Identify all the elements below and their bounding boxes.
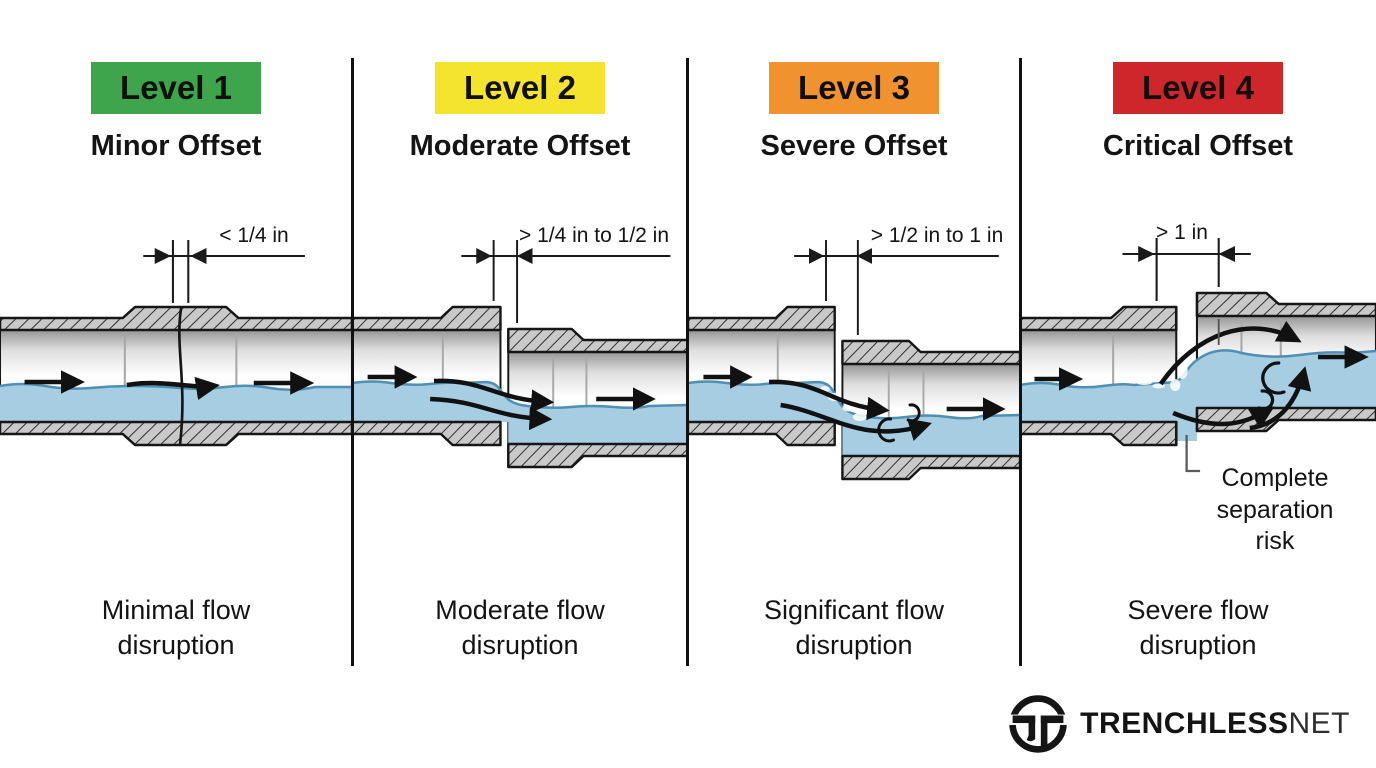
column-divider-1: [351, 58, 354, 666]
column-divider-3: [1019, 58, 1022, 666]
level-badge-3: Level 3: [769, 62, 939, 114]
pipe-diagram-2: > 1/4 in to 1/2 in: [352, 219, 688, 489]
column-level-3: Level 3 Severe Offset > 1/2 in to 1 in: [688, 0, 1020, 663]
pipe-offset-drawing-2: [352, 240, 688, 469]
offset-title-2: Moderate Offset: [409, 130, 631, 162]
flow-caption-3: Significant flow disruption: [763, 595, 945, 661]
column-level-2: Level 2 Moderate Offset > 1/4 in to 1/2 …: [352, 0, 688, 663]
column-level-4: Level 4 Critical Offset > 1 in: [1020, 0, 1376, 663]
brand-wordmark: TRENCHLESSNET: [1080, 707, 1350, 741]
offset-title-3: Severe Offset: [760, 130, 948, 162]
offset-title-4: Critical Offset: [1102, 130, 1294, 162]
pipe-diagram-3: > 1/2 in to 1 in: [688, 219, 1020, 489]
pipe-diagram-4: > 1 in: [1020, 219, 1376, 555]
trenchlessnet-icon: [1008, 695, 1069, 753]
measurement-label-4: > 1 in: [1156, 221, 1208, 244]
level-badge-1: Level 1: [91, 62, 261, 114]
column-level-1: Level 1 Minor Offset < 1/4 in: [0, 0, 352, 663]
separation-risk-annotation: Complete separation risk: [1216, 464, 1334, 555]
brand-name-bold: TRENCHLESS: [1080, 707, 1289, 740]
flow-caption-1: Minimal flow disruption: [101, 595, 251, 661]
level-badge-4: Level 4: [1113, 62, 1283, 114]
measurement-label-1: < 1/4 in: [219, 224, 289, 247]
level-badge-2: Level 2: [435, 62, 605, 114]
column-divider-2: [686, 58, 689, 666]
measurement-label-2: > 1/4 in to 1/2 in: [518, 224, 670, 247]
pipe-offset-drawing-3: [688, 240, 1020, 481]
pipe-diagram-1: < 1/4 in: [0, 219, 352, 489]
flow-caption-2: Moderate flow disruption: [435, 595, 605, 661]
measurement-label-3: > 1/2 in to 1 in: [870, 224, 1004, 247]
pipe-offset-drawing-1: [0, 240, 352, 447]
trenchlessnet-logo: TRENCHLESSNET: [1006, 692, 1350, 756]
pipe-offset-drawing-4: [1020, 238, 1376, 473]
flow-caption-4: Severe flow disruption: [1127, 595, 1269, 661]
brand-name-light: NET: [1288, 707, 1350, 740]
offset-title-1: Minor Offset: [90, 130, 262, 162]
